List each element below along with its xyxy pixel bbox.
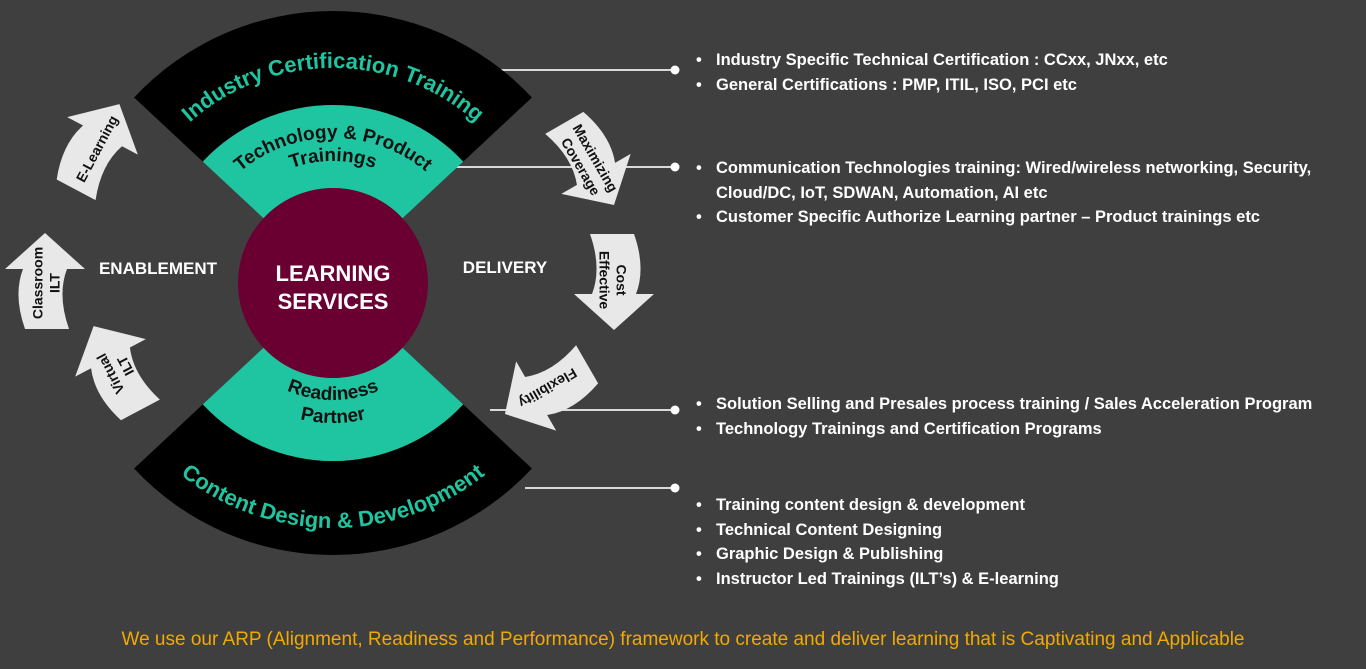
outer-ring-top — [134, 10, 532, 162]
bullet-item: Training content design & development — [696, 493, 1059, 518]
arrow-label: ILT — [47, 273, 63, 293]
arrow-shape — [56, 104, 138, 201]
bullet-item: General Certifications : PMP, ITIL, ISO,… — [696, 73, 1168, 98]
arrow-shape — [504, 345, 599, 431]
bullet-item: Graphic Design & Publishing — [696, 542, 1059, 567]
arrow-shape — [545, 111, 631, 206]
inner-ring-top — [202, 105, 464, 219]
inner-ring-bottom — [202, 347, 464, 461]
bullet-item: Solution Selling and Presales process tr… — [696, 392, 1312, 417]
bullet-item: Customer Specific Authorize Learning par… — [696, 205, 1311, 230]
arrow-label: Classroom — [30, 247, 46, 319]
connector-dot — [670, 483, 680, 493]
arrow-shape — [5, 233, 85, 329]
arrow-shape — [75, 326, 160, 421]
bullet-item: Technology Trainings and Certification P… — [696, 417, 1312, 442]
left-arrow: E-Learning — [56, 104, 138, 201]
connector-dot — [670, 405, 680, 415]
connector-dot — [670, 162, 680, 172]
center-label: SERVICES — [278, 289, 389, 314]
bullet-item: Instructor Led Trainings (ILT’s) & E-lea… — [696, 567, 1059, 592]
enablement-label: ENABLEMENT — [99, 259, 218, 278]
bullet-group-content-design: Training content design & developmentTec… — [696, 493, 1059, 591]
footer-tagline: We use our ARP (Alignment, Readiness and… — [121, 629, 1245, 650]
bullet-item: Industry Specific Technical Certificatio… — [696, 48, 1168, 73]
inner-bottom-label: Partner — [299, 403, 368, 428]
arrow-shape — [574, 234, 654, 330]
bullet-group-technology: Communication Technologies training: Wir… — [696, 156, 1311, 230]
delivery-label: DELIVERY — [463, 258, 548, 277]
arrow-label: Effective — [597, 251, 613, 310]
center-label: LEARNING — [276, 261, 391, 286]
center-circle — [238, 188, 428, 378]
bullet-item: Communication Technologies training: Wir… — [696, 156, 1311, 205]
connector-dot — [670, 65, 680, 75]
bullet-group-certification: Industry Specific Technical Certificatio… — [696, 48, 1168, 97]
outer-ring-bottom — [134, 404, 532, 555]
right-arrow: Flexibility — [504, 345, 599, 431]
arrow-label: Cost — [614, 264, 630, 295]
bullet-group-partner-readiness: Solution Selling and Presales process tr… — [696, 392, 1312, 441]
bullet-item: Technical Content Designing — [696, 518, 1059, 543]
